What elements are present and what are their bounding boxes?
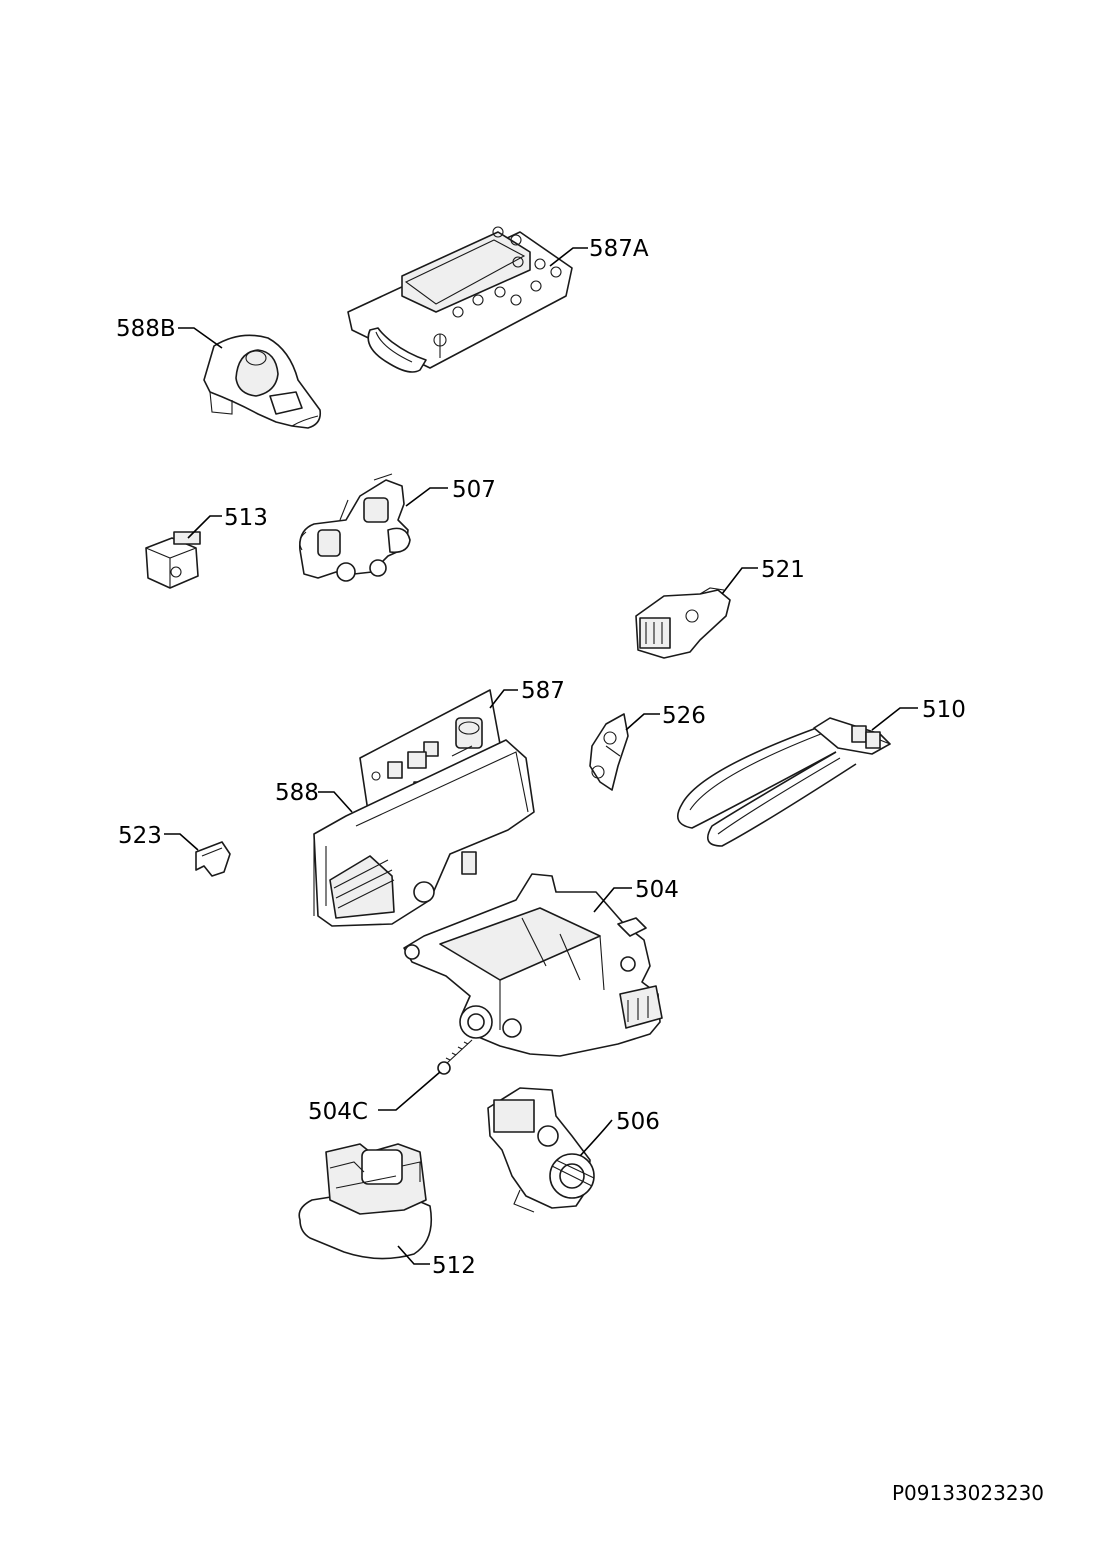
leader-513 bbox=[187, 515, 222, 539]
part-504-motor bbox=[403, 873, 663, 1057]
part-510-heating-element bbox=[676, 717, 891, 847]
leader-506 bbox=[579, 1119, 613, 1157]
label-507: 507 bbox=[452, 477, 496, 503]
label-588: 588 bbox=[275, 780, 319, 806]
part-507-inlet-valve bbox=[298, 473, 411, 582]
part-513-clamp bbox=[145, 531, 201, 589]
part-512-filter-cover bbox=[298, 1143, 433, 1260]
leader-526 bbox=[625, 713, 660, 731]
part-521-door-lock bbox=[635, 587, 731, 659]
leader-504C bbox=[378, 1071, 441, 1111]
part-506-drain-pump bbox=[487, 1087, 595, 1213]
label-587: 587 bbox=[521, 678, 565, 704]
leader-521 bbox=[721, 567, 758, 595]
part-587A-control-board bbox=[347, 226, 573, 373]
label-523: 523 bbox=[118, 823, 162, 849]
drawing-code: P09133023230 bbox=[892, 1481, 1044, 1505]
leader-588B bbox=[178, 327, 223, 349]
label-504C: 504C bbox=[308, 1099, 368, 1125]
leader-504 bbox=[593, 887, 632, 913]
leader-507 bbox=[405, 487, 448, 507]
leader-510 bbox=[871, 707, 918, 731]
label-521: 521 bbox=[761, 557, 805, 583]
leader-587A bbox=[549, 247, 588, 267]
leader-587 bbox=[489, 689, 518, 709]
label-512: 512 bbox=[432, 1253, 476, 1279]
leader-512 bbox=[397, 1245, 430, 1265]
part-523-clip bbox=[195, 841, 231, 877]
label-504: 504 bbox=[635, 877, 679, 903]
part-588-board-housing bbox=[313, 739, 535, 927]
part-526-bracket bbox=[589, 713, 629, 791]
part-504C-screw bbox=[437, 1039, 473, 1075]
label-510: 510 bbox=[922, 697, 966, 723]
part-588B-cover bbox=[203, 334, 322, 429]
leader-588 bbox=[318, 791, 353, 813]
label-587A: 587A bbox=[589, 236, 649, 262]
leader-523 bbox=[164, 833, 199, 851]
label-513: 513 bbox=[224, 505, 268, 531]
label-526: 526 bbox=[662, 703, 706, 729]
label-506: 506 bbox=[616, 1109, 660, 1135]
label-588B: 588B bbox=[116, 316, 176, 342]
